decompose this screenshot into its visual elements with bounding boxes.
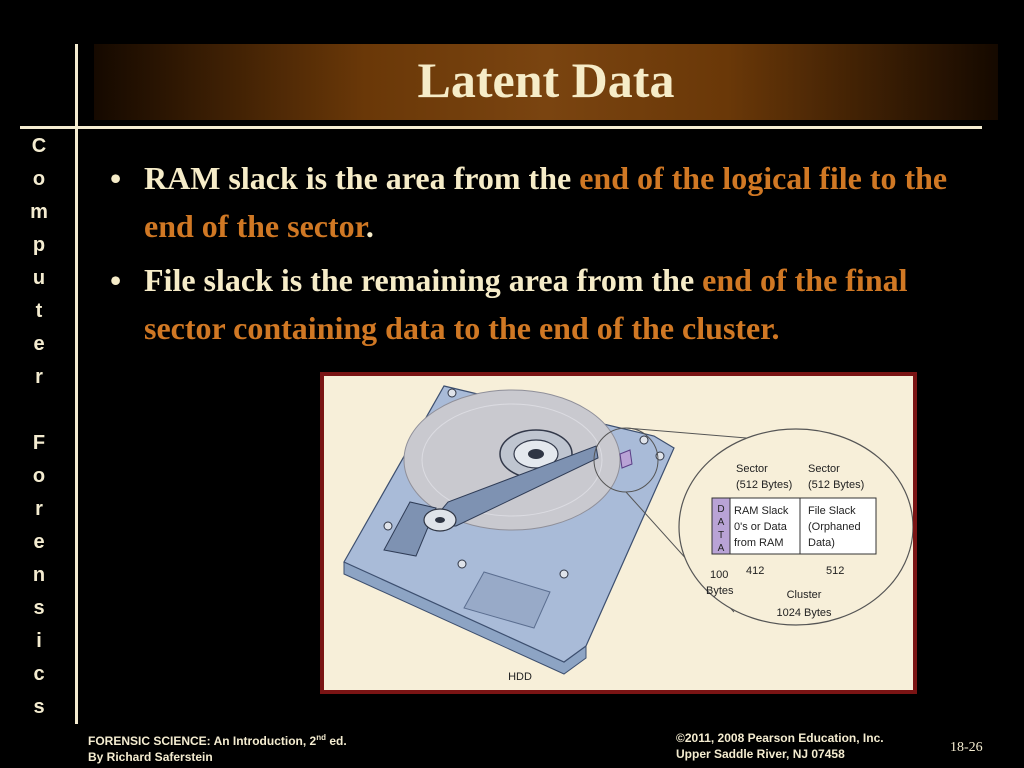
hdd-connector-icon [463, 571, 551, 629]
screw-icon [457, 559, 467, 569]
file-slack-label: File Slack [808, 505, 856, 517]
footer-book-title: FORENSIC SCIENCE: An Introduction, 2nd e… [88, 730, 347, 749]
ram-slack-label: from RAM [734, 537, 784, 549]
file-slack-box [799, 497, 877, 555]
file-slack-label: (Orphaned [808, 521, 861, 533]
bullet-list: • RAM slack is the area from the end of t… [100, 154, 970, 358]
footer-author: By Richard Saferstein [88, 750, 213, 764]
side-letter: i [36, 630, 42, 652]
title-band [94, 44, 998, 120]
sector2-size: (512 Bytes) [808, 479, 864, 491]
sector2-label: Sector [808, 463, 840, 475]
side-letter: t [35, 300, 43, 322]
screw-icon [383, 521, 393, 531]
book-title-edition: ed. [326, 734, 347, 748]
side-letter: r [35, 498, 43, 520]
bullet-highlight: end of the logical file to the end of th… [144, 160, 948, 244]
side-letter: F [32, 432, 46, 454]
footer-copyright-info: ©2011, 2008 Pearson Education, Inc. Uppe… [676, 730, 884, 762]
vertical-divider [75, 44, 78, 724]
ram-slack-label: 0's or Data [734, 521, 788, 533]
side-letter: C [31, 135, 47, 157]
footer-copyright: ©2011, 2008 Pearson Education, Inc. [676, 731, 884, 745]
side-letter: o [32, 465, 46, 487]
title-divider [20, 126, 982, 129]
bullet-item-file-slack: • File slack is the remaining area from t… [100, 256, 970, 352]
book-title-text: FORENSIC SCIENCE: An Introduction, 2 [88, 734, 317, 748]
side-letter: s [33, 597, 45, 619]
slide-title: Latent Data [417, 52, 675, 108]
cluster-label: Cluster [787, 589, 822, 601]
side-letter: c [33, 663, 45, 685]
figure-caption: HDD [508, 671, 532, 683]
num-512-label: 512 [826, 565, 844, 577]
side-letter: p [32, 234, 46, 256]
bullet-item-ram-slack: • RAM slack is the area from the end of t… [100, 154, 970, 250]
side-letter: e [33, 531, 45, 553]
screw-icon [447, 388, 457, 398]
file-slack-label: Data) [808, 537, 835, 549]
bullet-icon: • [110, 262, 122, 298]
data-letter: T [718, 530, 724, 541]
side-letter: o [32, 168, 46, 190]
actuator-magnet [383, 501, 437, 557]
hdd-figure: Sector (512 Bytes) Sector (512 Bytes) D … [320, 372, 917, 694]
bytes-100-label: Bytes [706, 585, 734, 597]
side-letter: r [35, 366, 43, 388]
data-letter: D [717, 504, 724, 515]
side-letter: n [32, 564, 46, 586]
footer-publisher-city: Upper Saddle River, NJ 07458 [676, 747, 845, 761]
bytes-100-label: 100 [710, 569, 728, 581]
data-letter: A [718, 543, 725, 554]
cluster-size-label: 1024 Bytes [776, 607, 832, 619]
book-title-sup: nd [316, 733, 327, 742]
bullet-tail: . [365, 208, 374, 244]
footer-book-info: FORENSIC SCIENCE: An Introduction, 2nd e… [88, 730, 347, 765]
ram-slack-box [729, 497, 801, 555]
bullet-icon: • [110, 160, 122, 196]
num-412-label: 412 [746, 565, 764, 577]
bullet-text: RAM slack is the area from the [144, 160, 580, 196]
side-letter: m [30, 201, 48, 223]
sector1-size: (512 Bytes) [736, 479, 792, 491]
actuator-pivot-center [435, 517, 445, 523]
data-letter: A [718, 517, 725, 528]
sector1-label: Sector [736, 463, 768, 475]
platter-ring [421, 403, 603, 517]
screw-icon [639, 435, 649, 445]
slide-page-number: 18-26 [950, 740, 983, 755]
spindle-center [528, 449, 544, 459]
ram-slack-label: RAM Slack [734, 505, 789, 517]
bullet-text: File slack is the remaining area from th… [144, 262, 703, 298]
side-letter: e [33, 333, 45, 355]
bullet-highlight: end of the final sector containing data … [144, 262, 908, 346]
side-letter: s [33, 696, 45, 718]
sector-highlight-icon [619, 449, 633, 469]
screw-icon [559, 569, 569, 579]
side-letter: u [32, 267, 46, 289]
hdd-illustration: Sector (512 Bytes) Sector (512 Bytes) D … [343, 385, 913, 683]
